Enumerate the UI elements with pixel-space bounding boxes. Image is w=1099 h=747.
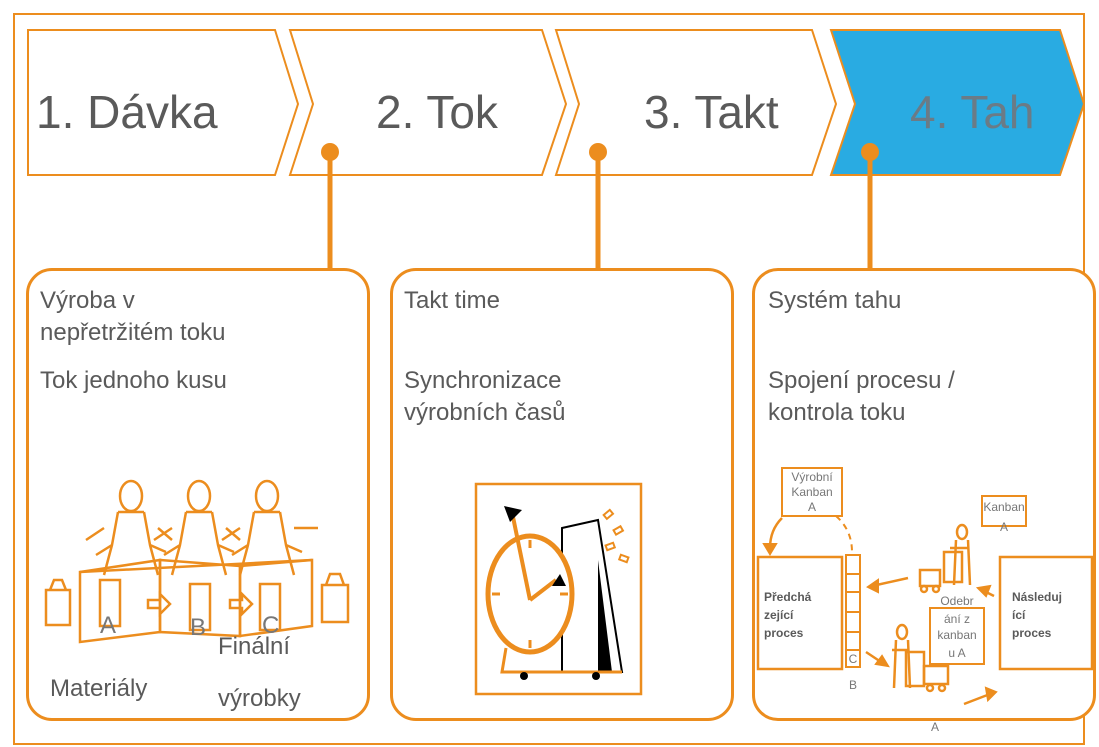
station-b-label: B [190, 614, 207, 641]
withdrawal-line1: Odebr [940, 594, 974, 608]
preceding-line2: zející [764, 608, 794, 622]
step-2-label: 2. Tok [376, 86, 498, 138]
withdrawal-kanban-card [929, 607, 985, 665]
preceding-process-box [756, 555, 844, 671]
cart-label-a: A [930, 720, 939, 734]
following-process-box [998, 555, 1094, 671]
chevron-step-3 [554, 29, 838, 176]
panel-pull [752, 268, 1096, 721]
flow-title-line1: Výroba v [40, 287, 135, 314]
worker-icon [85, 479, 173, 576]
withdrawal-line3: kanban [937, 628, 977, 642]
inventory-label-c: C [848, 652, 858, 666]
materials-label: Materiály [50, 675, 148, 702]
step-3-label: 3. Takt [644, 86, 779, 138]
cart-worker-icon [892, 623, 950, 693]
flow-arrow-icon [228, 590, 254, 618]
chevron-step-4 [829, 29, 1086, 176]
finished-line2: výrobky [218, 685, 301, 712]
withdrawal-line2: ání z [943, 612, 970, 626]
chevron-step-1 [27, 29, 300, 176]
connector-1 [321, 143, 339, 270]
following-line3: proces [1012, 626, 1052, 640]
production-kanban-line3: A [807, 500, 816, 514]
pull-subtitle-line2: kontrola toku [768, 399, 906, 426]
production-kanban-line2: Kanban [791, 485, 833, 499]
flow-subtitle: Tok jednoho kusu [40, 367, 227, 394]
takt-title: Takt time [404, 287, 501, 314]
flow-title-line2: nepřetržitém toku [40, 319, 226, 346]
preceding-line3: proces [764, 626, 804, 640]
worker-icon [221, 479, 318, 576]
cart-worker-icon [918, 523, 972, 594]
panel-flow [26, 268, 370, 721]
connector-3 [861, 143, 879, 270]
pull-title: Systém tahu [768, 287, 902, 314]
pull-subtitle-line1: Spojení procesu / [768, 367, 955, 394]
production-kanban-card [781, 467, 843, 517]
flow-arrow-icon [146, 590, 172, 618]
kanban-card [981, 495, 1027, 527]
chevron-step-2 [288, 29, 568, 176]
inventory-label-b: B [848, 678, 857, 692]
preceding-line1: Předchá [764, 590, 812, 604]
connector-2 [589, 143, 607, 270]
kanban-card-line2: A [999, 520, 1008, 534]
kanban-card-line1: Kanban [983, 500, 1025, 514]
withdrawal-line4: u A [948, 646, 966, 660]
finished-line1: Finální [218, 633, 291, 660]
step-1-label: 1. Dávka [36, 86, 218, 138]
following-line2: ící [1012, 608, 1026, 622]
product-bag-icon [320, 572, 350, 624]
takt-subtitle-line2: výrobních časů [404, 399, 566, 426]
station-c-label: C [262, 612, 280, 639]
production-kanban-line1: Výrobní [791, 470, 833, 484]
following-line1: Následuj [1012, 590, 1063, 604]
step-4-label: 4. Tah [910, 86, 1035, 138]
takt-subtitle-line1: Synchronizace [404, 367, 562, 394]
station-a-label: A [100, 612, 117, 639]
material-bag-icon [44, 578, 72, 627]
